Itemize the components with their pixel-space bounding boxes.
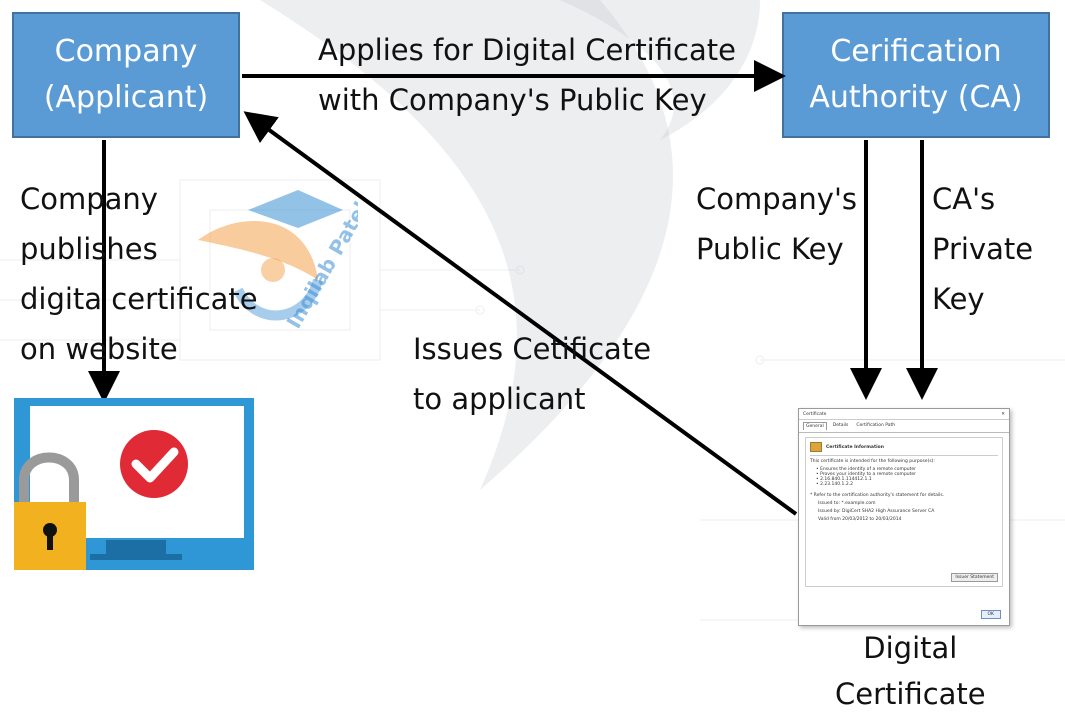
private-key-label-line-1: CA's: [932, 182, 996, 216]
close-icon: ✕: [1001, 411, 1005, 417]
tab-certification-path: Certification Path: [856, 423, 896, 428]
publish-label-line-1: Company: [20, 182, 158, 216]
issue-label-line-1: Issues Cetificate: [413, 332, 652, 366]
issue-label-line-2: to applicant: [413, 382, 586, 416]
website-monitor-icon: [14, 398, 254, 570]
company-node-line-2: (Applicant): [43, 80, 209, 115]
issuer-statement-button: Issuer Statement: [951, 573, 998, 582]
publish-label-line-3: digita certificate: [20, 282, 258, 316]
certificate-titlebar: Certificate ✕: [799, 409, 1009, 420]
company-node-line-1: Company: [54, 34, 198, 69]
certificate-title: Certificate: [803, 411, 827, 417]
publish-label-line-4: on website: [20, 332, 178, 366]
public-key-label-line-2: Public Key: [696, 232, 844, 266]
certificate-purpose: This certificate is intended for the fol…: [810, 459, 935, 464]
certificate-body: Certificate Information This certificate…: [805, 437, 1003, 587]
certificate-bullet: • Proves your identity to a remote compu…: [816, 472, 917, 477]
certificate-caption-line-2: Certificate: [835, 677, 986, 711]
apply-label-line-2: with Company's Public Key: [318, 83, 707, 117]
ca-node: Cerification Authority (CA): [782, 12, 1050, 138]
certificate-valid-from: Valid from 20/03/2012 to 20/03/2014: [818, 517, 902, 522]
ok-button: OK: [980, 610, 1001, 619]
certificate-bullet: • Ensures the identity of a remote compu…: [816, 467, 916, 472]
certificate-window: Certificate ✕ General Details Certificat…: [798, 408, 1010, 626]
private-key-label: CA's Private Key: [932, 174, 1033, 324]
public-key-label: Company's Public Key: [696, 174, 857, 274]
public-key-label-line-1: Company's: [696, 182, 858, 216]
certificate-issued-by: Issued by: DigiCert SHA2 High Assurance …: [818, 509, 935, 514]
tab-details: Details: [832, 423, 849, 428]
certificate-note: * Refer to the certification authority's…: [810, 493, 945, 498]
company-node: Company (Applicant): [12, 12, 240, 138]
publish-label: Company publishes digita certificate on …: [20, 174, 258, 374]
certificate-issued-to: Issued to: *.example.com: [818, 501, 876, 506]
ca-node-line-1: Cerification: [830, 34, 1002, 69]
certificate-heading: Certificate Information: [826, 444, 884, 450]
tab-general: General: [803, 422, 827, 430]
ca-node-line-2: Authority (CA): [809, 80, 1023, 115]
publish-label-line-2: publishes: [20, 232, 158, 266]
certificate-info-header: Certificate Information: [810, 442, 998, 456]
private-key-label-line-2: Private: [932, 232, 1034, 266]
issue-label: Issues Cetificate to applicant: [413, 324, 651, 424]
certificate-bullet: • 2.16.840.1.114412.1.1: [816, 477, 872, 482]
certificate-tabs: General Details Certification Path: [799, 420, 1009, 433]
apply-label-line-1: Applies for Digital Certificate: [318, 33, 736, 67]
apply-label: Applies for Digital Certificate with Com…: [318, 25, 736, 125]
certificate-caption: Digital Certificate: [835, 625, 986, 717]
certificate-bullet: • 2.23.140.1.2.2: [816, 482, 854, 487]
certificate-icon: [810, 442, 822, 452]
private-key-label-line-3: Key: [932, 282, 985, 316]
certificate-caption-line-1: Digital: [863, 631, 958, 665]
